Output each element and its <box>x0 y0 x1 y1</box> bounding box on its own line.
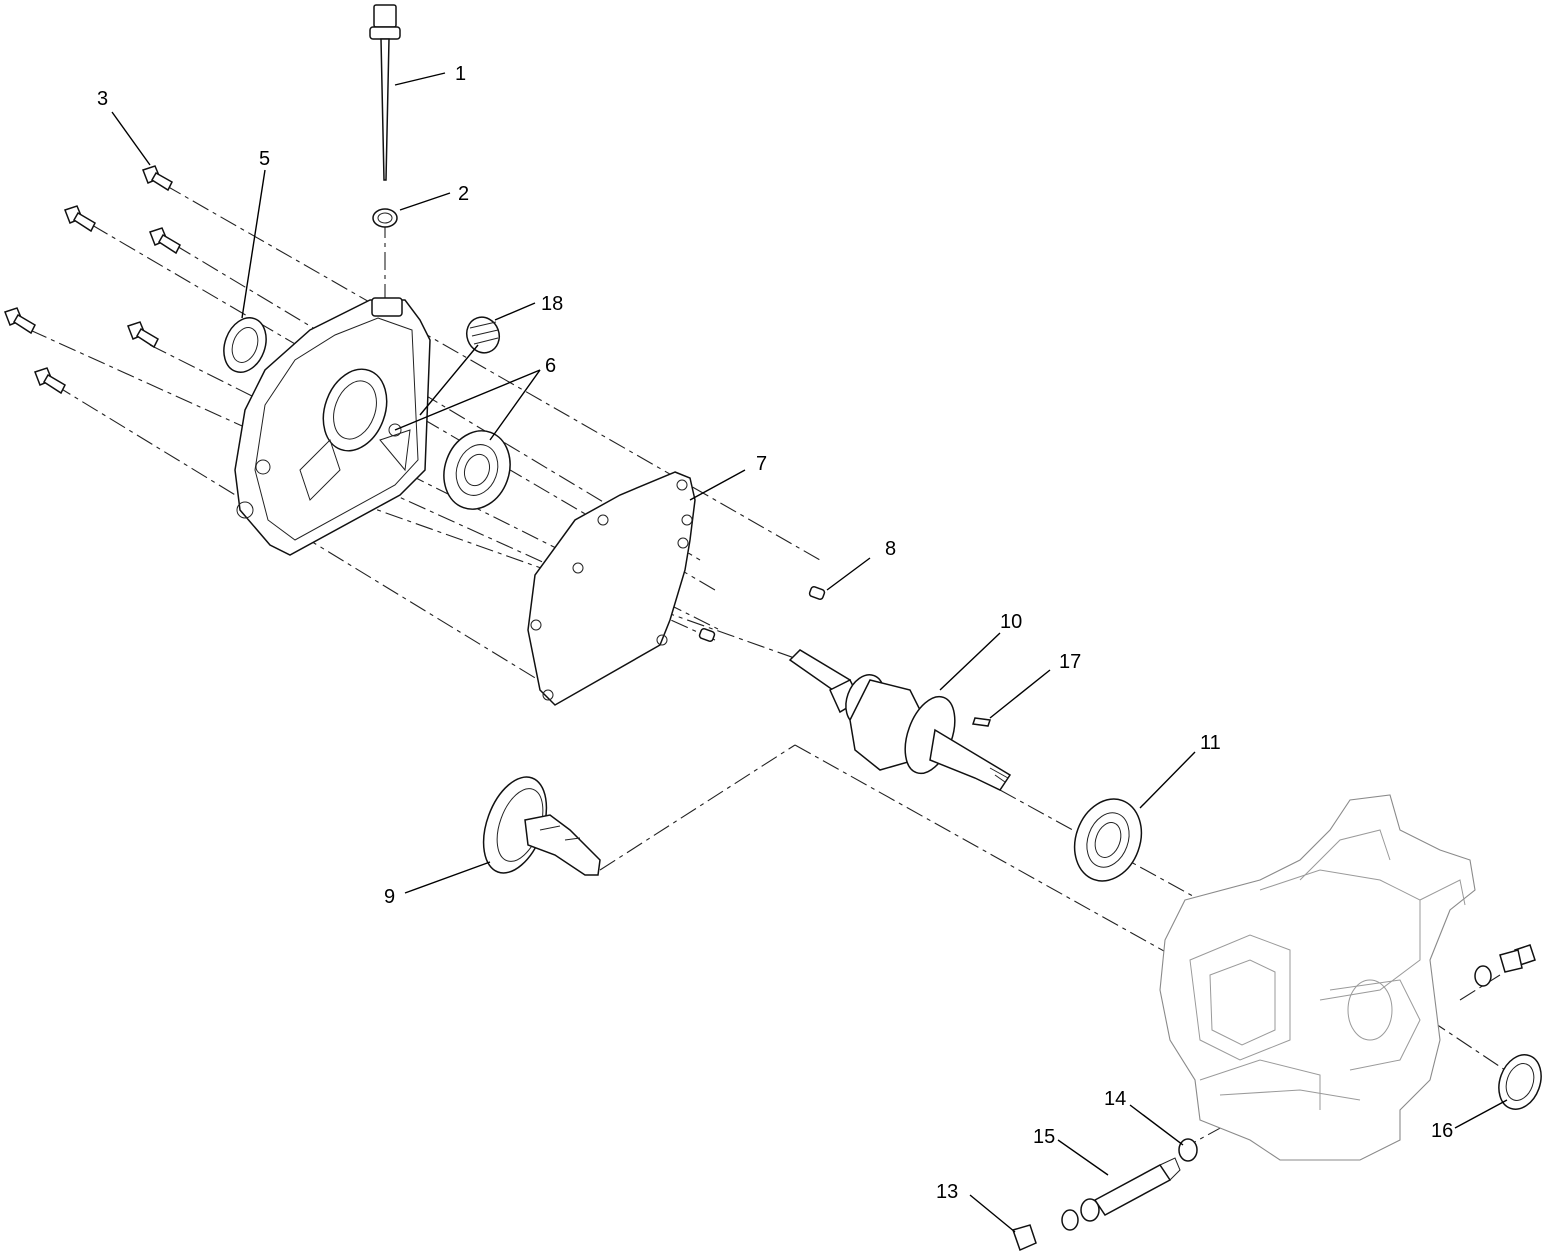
dowel-pin <box>808 586 826 600</box>
dipstick-o-ring <box>372 208 398 228</box>
governor-shaft-assembly <box>1012 1138 1198 1252</box>
leader-lines <box>111 72 1508 1233</box>
callout-13: 13 <box>936 1181 958 1203</box>
bolt-13 <box>1012 1224 1037 1252</box>
key <box>972 717 991 727</box>
callout-2: 2 <box>458 183 469 205</box>
bolt <box>4 307 36 335</box>
dowel-pins <box>698 586 826 642</box>
washer-14 <box>1178 1138 1198 1162</box>
oil-seal-lower <box>1498 1054 1542 1110</box>
callout-16: 16 <box>1431 1120 1453 1142</box>
bolt <box>64 205 96 233</box>
callout-6: 6 <box>545 355 556 377</box>
camshaft <box>482 776 601 876</box>
callout-15: 15 <box>1033 1126 1055 1148</box>
drain-bolt-right <box>1474 944 1536 987</box>
callout-18: 18 <box>541 293 563 315</box>
shaft-thread <box>1159 1157 1181 1181</box>
crankshaft <box>788 649 1012 791</box>
callout-11: 11 <box>1200 732 1221 754</box>
callout-labels: 1 2 3 5 6 7 8 9 10 11 13 14 15 16 17 18 <box>97 63 1453 1203</box>
bolt <box>149 227 181 255</box>
callout-5: 5 <box>259 148 270 170</box>
callout-7: 7 <box>756 453 767 475</box>
gasket <box>527 471 696 706</box>
plug <box>466 316 500 354</box>
callout-8: 8 <box>885 538 896 560</box>
bearing-upper <box>443 430 511 510</box>
bearing-lower <box>1073 798 1143 882</box>
callout-9: 9 <box>384 886 395 908</box>
engine-block <box>1159 794 1476 1161</box>
flange-bolts <box>4 165 181 395</box>
crankcase-cover <box>234 297 431 556</box>
oil-seal <box>223 317 267 373</box>
bolt <box>34 367 66 395</box>
callout-17: 17 <box>1059 651 1081 673</box>
dipstick <box>369 4 401 181</box>
bolt <box>127 321 159 349</box>
washer <box>1061 1209 1079 1231</box>
dowel-pin <box>698 628 716 642</box>
callout-1: 1 <box>455 63 466 85</box>
callout-3: 3 <box>97 88 108 110</box>
callout-10: 10 <box>1000 611 1022 633</box>
bolt <box>142 165 173 192</box>
spacer <box>1080 1198 1100 1222</box>
shaft-15 <box>1093 1164 1172 1216</box>
callout-14: 14 <box>1104 1088 1126 1110</box>
